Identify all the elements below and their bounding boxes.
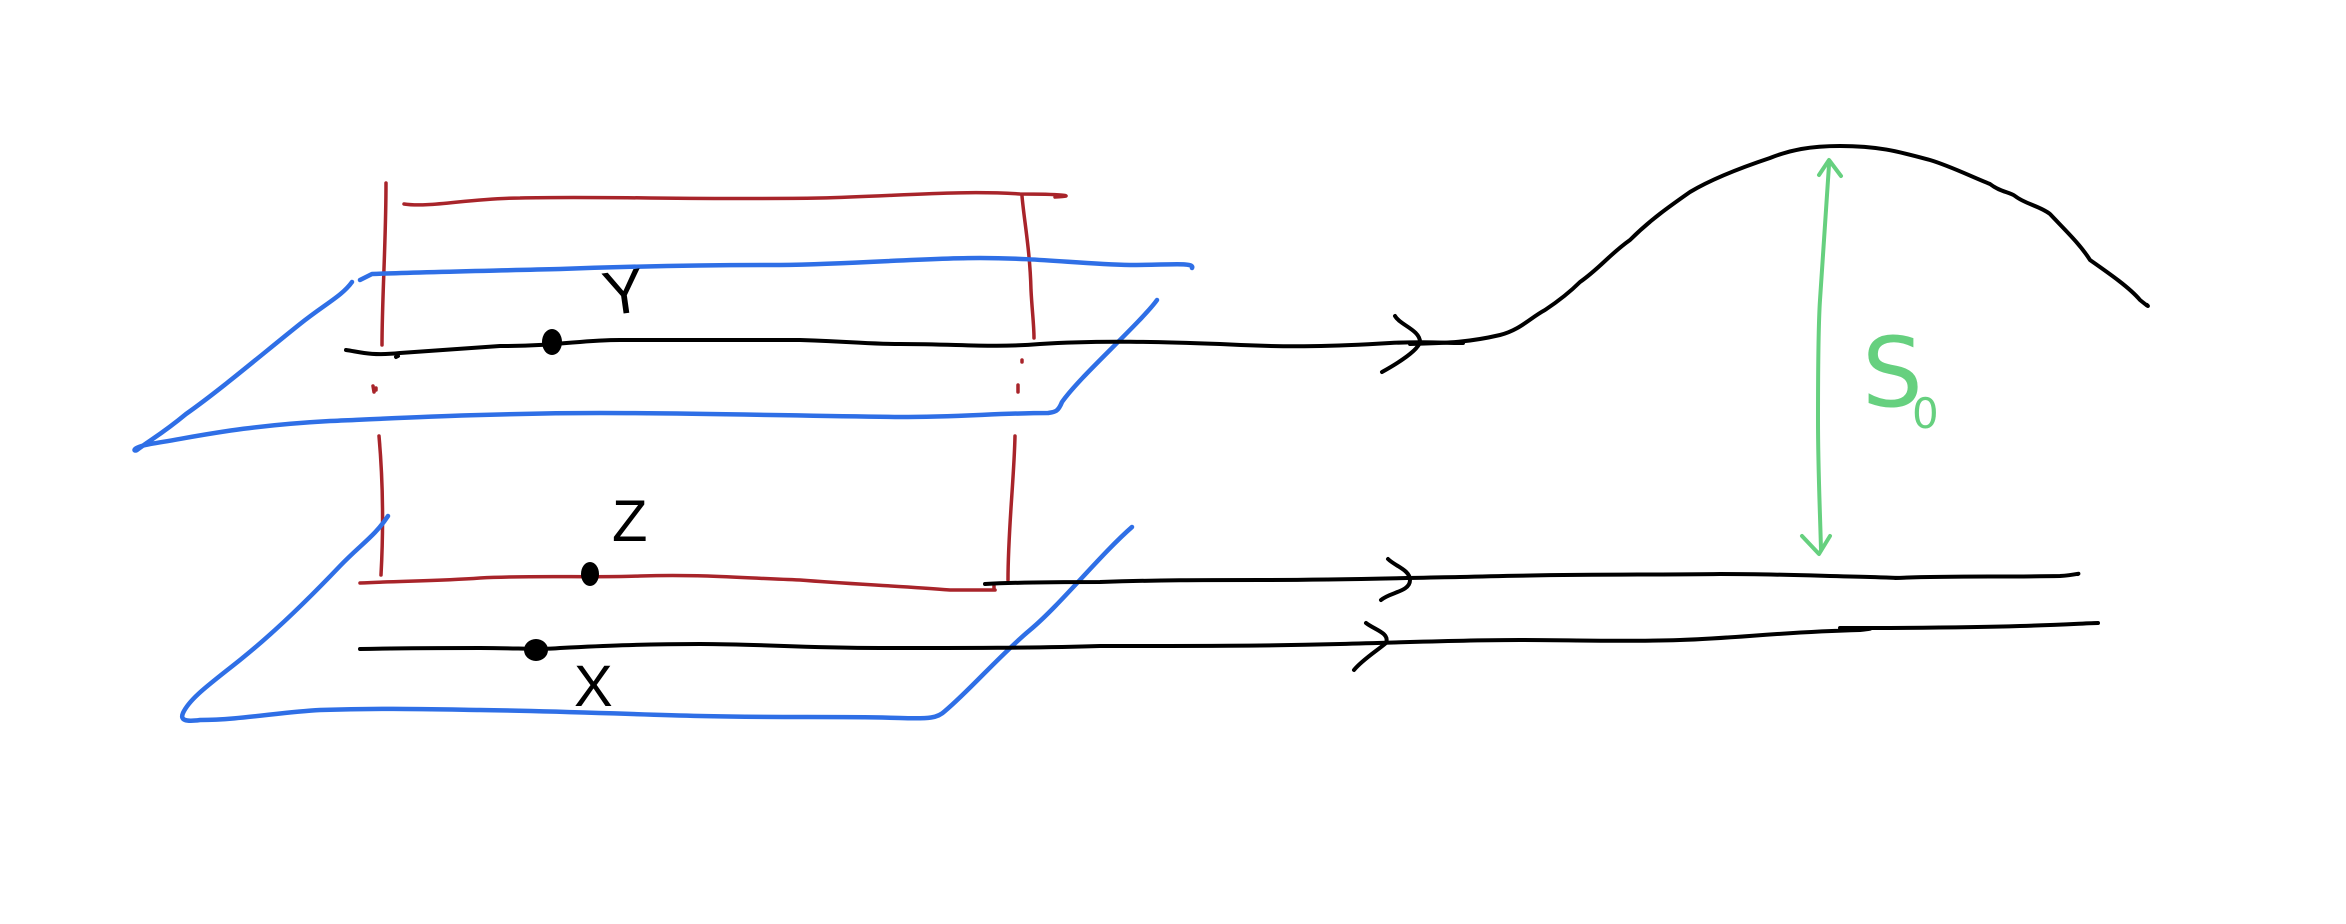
black-lines: [344, 144, 2150, 672]
red-frame-top-edge: [402, 190, 1068, 207]
label-s0: S: [1862, 317, 1923, 429]
point-z: [581, 562, 599, 586]
s0-distance: [1800, 158, 1843, 556]
red-frame-right-dashes: [1016, 358, 1024, 394]
red-frame: [358, 181, 1068, 592]
label-z: Z: [612, 489, 647, 554]
lower-line: [358, 621, 2100, 651]
points: [524, 329, 599, 661]
upper-line-tick: [394, 354, 400, 359]
red-frame-right-lower-edge: [1006, 434, 1017, 582]
bell-curve: [1408, 144, 2150, 346]
red-frame-left-dashes: [371, 384, 378, 394]
label-y: Y: [598, 256, 649, 330]
red-frame-bottom-edge: [358, 573, 997, 592]
lower-line-arrowhead: [1352, 621, 1389, 672]
label-x: X: [574, 654, 613, 719]
upper-line: [344, 337, 1465, 357]
middle-line: [983, 571, 2081, 586]
point-x: [524, 639, 548, 661]
red-frame-right-upper-edge: [1020, 194, 1036, 340]
s0-arrow-bottom-head: [1800, 534, 1832, 556]
labels: Y Z X S 0: [574, 256, 1939, 719]
lower-plane: [180, 513, 1135, 723]
point-y: [542, 329, 562, 355]
blue-planes: [132, 255, 1195, 723]
label-s0-subscript: 0: [1912, 389, 1939, 438]
red-frame-left-upper-edge: [380, 181, 388, 347]
s0-arrow-shaft: [1816, 163, 1831, 552]
s0-arrow-top-head: [1817, 158, 1843, 178]
upper-plane: [132, 255, 1195, 453]
middle-line-arrowhead: [1379, 557, 1412, 602]
red-frame-left-lower-edge: [377, 434, 385, 577]
